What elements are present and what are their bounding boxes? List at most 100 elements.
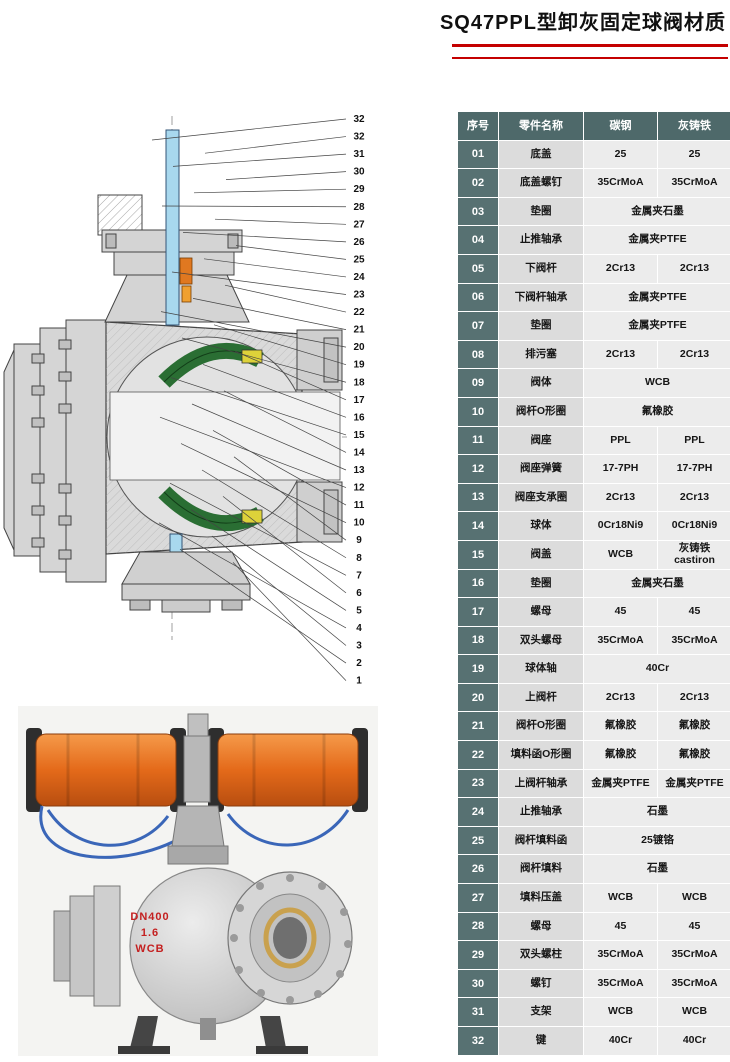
cell-material-both: 石墨 (584, 855, 730, 884)
callout-leader-line (203, 258, 347, 278)
callout-number: 18 (353, 377, 365, 388)
cell-material-both: WCB (584, 369, 730, 397)
inlet-flange-stack (3, 319, 107, 583)
cell-part-no: 01 (458, 140, 498, 169)
cell-part-name: 阀座 (499, 426, 583, 455)
callout-leader-line (234, 350, 347, 401)
callout-leader-line (225, 171, 347, 180)
callout-number: 32 (353, 114, 365, 125)
cell-part-name: 填料压盖 (499, 884, 583, 912)
cell-part-name: 阀杆O形圈 (499, 712, 583, 741)
cell-material-carbon-steel: 35CrMoA (584, 941, 657, 969)
col-header-no: 序号 (458, 112, 498, 140)
cell-part-no: 03 (458, 197, 498, 226)
callout-leader-line (170, 377, 347, 436)
cell-material-gray-cast-iron: 0Cr18Ni9 (658, 512, 730, 540)
callout-number: 11 (354, 500, 365, 511)
callout-leader-line (214, 218, 347, 225)
cell-material-carbon-steel: 2Cr13 (584, 483, 657, 512)
seat-spring-parts (241, 349, 263, 524)
cell-part-no: 22 (458, 741, 498, 769)
cell-part-name: 垫圈 (499, 312, 583, 340)
callout-number: 9 (356, 535, 362, 546)
cell-material-both: 金属夹石墨 (584, 197, 730, 226)
callout-number: 15 (353, 430, 365, 441)
cell-part-name: 阀体 (499, 369, 583, 397)
ball-bore (109, 391, 341, 481)
callout-leader-line (212, 430, 347, 506)
valve-body-photo: DN400 1.6 WCB (53, 867, 353, 1025)
cell-material-carbon-steel: 氟橡胶 (584, 741, 657, 769)
cell-part-name: 底盖 (499, 140, 583, 169)
cell-part-name: 上阀杆 (499, 683, 583, 712)
callout-number: 24 (353, 272, 365, 283)
cell-material-gray-cast-iron: 25 (658, 140, 730, 169)
callout-leader-line (224, 284, 347, 313)
cell-part-no: 04 (458, 226, 498, 254)
cell-part-no: 10 (458, 397, 498, 426)
callout-number: 6 (356, 588, 362, 599)
cell-part-name: 键 (499, 1027, 583, 1055)
bottom-cover-assembly (121, 533, 251, 613)
valve-marking-material: WCB (135, 943, 164, 955)
col-header-carbon-steel: 碳钢 (584, 112, 657, 140)
cell-material-both: 金属夹石墨 (584, 569, 730, 598)
ball (106, 336, 341, 538)
cross-section-svg: 3232313029282726252423222120191817161514… (3, 114, 365, 687)
cell-part-no: 06 (458, 283, 498, 312)
cell-material-carbon-steel: WCB (584, 998, 657, 1026)
upper-stem (165, 129, 180, 326)
cell-part-name: 双头螺母 (499, 626, 583, 655)
col-header-gray-cast-iron: 灰铸铁 (658, 112, 730, 140)
cell-part-name: 阀座弹簧 (499, 455, 583, 483)
cell-material-carbon-steel: 35CrMoA (584, 969, 657, 998)
cell-material-gray-cast-iron: 2Cr13 (658, 683, 730, 712)
outlet-flange (252, 329, 343, 543)
callout-number: 17 (353, 395, 365, 406)
callout-number: 4 (356, 623, 362, 634)
callout-leader-line (181, 337, 347, 383)
cell-part-name: 阀杆O形圈 (499, 397, 583, 426)
cell-part-name: 上阀杆轴承 (499, 769, 583, 798)
cell-part-name: 螺母 (499, 912, 583, 941)
cell-material-carbon-steel: 2Cr13 (584, 683, 657, 712)
cell-part-no: 30 (458, 969, 498, 998)
callout-number: 2 (356, 658, 362, 669)
cell-material-carbon-steel: 25 (584, 140, 657, 169)
callout-leader-line (235, 245, 347, 260)
callout-number: 10 (353, 518, 365, 529)
cell-material-carbon-steel: 45 (584, 598, 657, 626)
valve-product-photo: DN400 1.6 WCB (18, 706, 378, 1056)
cell-part-no: 11 (458, 426, 498, 455)
callout-leader-line (193, 188, 347, 194)
callout-number: 22 (353, 307, 365, 318)
cell-part-name: 球体轴 (499, 655, 583, 683)
callout-number: 7 (356, 570, 362, 581)
callout-leader-line (161, 205, 347, 208)
cell-material-gray-cast-iron: 氟橡胶 (658, 741, 730, 769)
cell-material-both: 氟橡胶 (584, 397, 730, 426)
cell-material-carbon-steel: WCB (584, 884, 657, 912)
cell-material-both: 25镀铬 (584, 826, 730, 855)
cell-material-carbon-steel: 35CrMoA (584, 169, 657, 197)
callout-leader-line (232, 562, 347, 681)
callout-leader-line (190, 509, 347, 611)
callout-number: 19 (353, 360, 365, 371)
cell-part-name: 垫圈 (499, 569, 583, 598)
actuator-coupling (183, 735, 211, 803)
callout-leader-line (171, 271, 347, 295)
cell-material-gray-cast-iron: 40Cr (658, 1027, 730, 1055)
callout-leader-line (211, 535, 347, 646)
title-underline-secondary (452, 57, 728, 59)
callout-leader-line (213, 324, 347, 366)
callout-number: 25 (353, 254, 365, 265)
flange-bolt-holes (230, 874, 352, 1004)
cell-material-gray-cast-iron: 2Cr13 (658, 483, 730, 512)
cell-material-carbon-steel: 35CrMoA (584, 626, 657, 655)
cell-part-no: 16 (458, 569, 498, 598)
cell-part-no: 24 (458, 798, 498, 826)
callout-leader-line (192, 298, 347, 330)
cell-material-gray-cast-iron: 35CrMoA (658, 626, 730, 655)
